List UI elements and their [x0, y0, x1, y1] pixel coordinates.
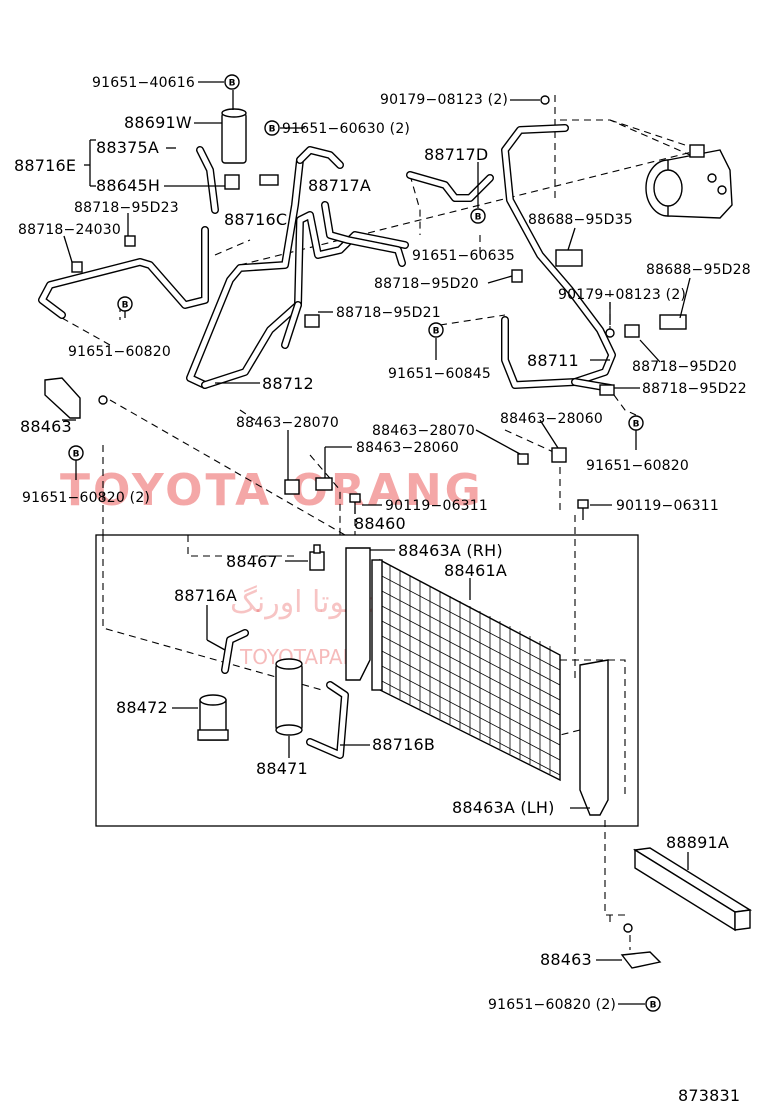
label-90119-06311-a: 90119−06311 [385, 498, 488, 514]
label-88688-95d35: 88688−95D35 [528, 212, 633, 228]
bolt-reference-symbols: B B B B B B B B [68, 74, 661, 1012]
watermark-brand: TOYOTA ORANG [60, 465, 484, 516]
label-88460: 88460 [354, 514, 406, 533]
label-88467: 88467 [226, 552, 278, 571]
label-88691w: 88691W [124, 113, 192, 132]
part-labels: 91651−40616 88691W 91651−60630 (2) 88375… [14, 75, 751, 1105]
compressor [645, 144, 733, 219]
label-88718-95d22: 88718−95D22 [642, 381, 747, 397]
label-88716e: 88716E [14, 156, 76, 175]
label-90179-08123-a: 90179−08123 (2) [380, 92, 508, 108]
label-88463a-rh: 88463A (RH) [398, 541, 503, 560]
label-88688-95d28: 88688−95D28 [646, 262, 751, 278]
label-91651-60845: 91651−60845 [388, 366, 491, 382]
label-88718-95d20-a: 88718−95D20 [374, 276, 479, 292]
bolt-symbol: B [269, 125, 276, 135]
label-91651-60820-a: 91651−60820 [68, 344, 171, 360]
label-88891a: 88891A [666, 833, 729, 852]
label-88711: 88711 [527, 351, 579, 370]
label-88718-95d21: 88718−95D21 [336, 305, 441, 321]
bolt-symbol: B [650, 1001, 657, 1011]
pressure-switch-88467 [309, 544, 325, 571]
label-88463-28070-b: 88463−28070 [372, 423, 475, 439]
condenser-side-brackets [345, 547, 609, 816]
label-91651-40616: 91651−40616 [92, 75, 195, 91]
bolt-symbol: B [229, 79, 236, 89]
label-90119-06311-b: 90119−06311 [616, 498, 719, 514]
label-88463-28060-b: 88463−28060 [500, 411, 603, 427]
brackets [44, 174, 687, 969]
label-88716c: 88716C [224, 210, 287, 229]
label-88461a: 88461A [444, 561, 507, 580]
label-88472: 88472 [116, 698, 168, 717]
label-88712: 88712 [262, 374, 314, 393]
label-88463a-lh: 88463A (LH) [452, 798, 555, 817]
label-88471: 88471 [256, 759, 308, 778]
label-88375a: 88375A [96, 138, 159, 157]
label-91651-60635: 91651−60635 [412, 248, 515, 264]
refrigerant-pipes [38, 124, 616, 759]
label-88718-95d20-b: 88718−95D20 [632, 359, 737, 375]
label-90179-08123-b: 90179−08123 (2) [558, 287, 686, 303]
label-91651-60820-2a: 91651−60820 (2) [22, 490, 150, 506]
label-88717d: 88717D [424, 145, 488, 164]
label-88463-b: 88463 [540, 950, 592, 969]
bolt-symbol: B [433, 327, 440, 337]
bolt-symbol: B [73, 450, 80, 460]
label-88718-95d23: 88718−95D23 [74, 200, 179, 216]
bolt-symbol: B [633, 420, 640, 430]
diagram-code: 873831 [678, 1086, 740, 1105]
label-91651-60820-2b: 91651−60820 (2) [488, 997, 616, 1013]
seal-88891a [632, 847, 753, 932]
bolt-symbol: B [475, 213, 482, 223]
label-88463-a: 88463 [20, 417, 72, 436]
label-88718-24030: 88718−24030 [18, 222, 121, 238]
label-91651-60630: 91651−60630 (2) [282, 121, 410, 137]
receiver-bracket-88472 [197, 694, 229, 741]
label-88716a: 88716A [174, 586, 237, 605]
receiver-dryer-88471 [275, 658, 303, 736]
pressure-switch-88691w [221, 108, 247, 164]
bolts [98, 95, 633, 933]
bolt-symbol: B [122, 301, 129, 311]
label-88716b: 88716B [372, 735, 435, 754]
label-88717a: 88717A [308, 176, 371, 195]
condenser-core [371, 558, 561, 782]
leader-lines [62, 81, 691, 1005]
condenser-group-frame [95, 534, 639, 827]
label-91651-60820-b: 91651−60820 [586, 458, 689, 474]
label-88645h: 88645H [96, 176, 160, 195]
label-88463-28070-a: 88463−28070 [236, 415, 339, 431]
label-88463-28060-a: 88463−28060 [356, 440, 459, 456]
